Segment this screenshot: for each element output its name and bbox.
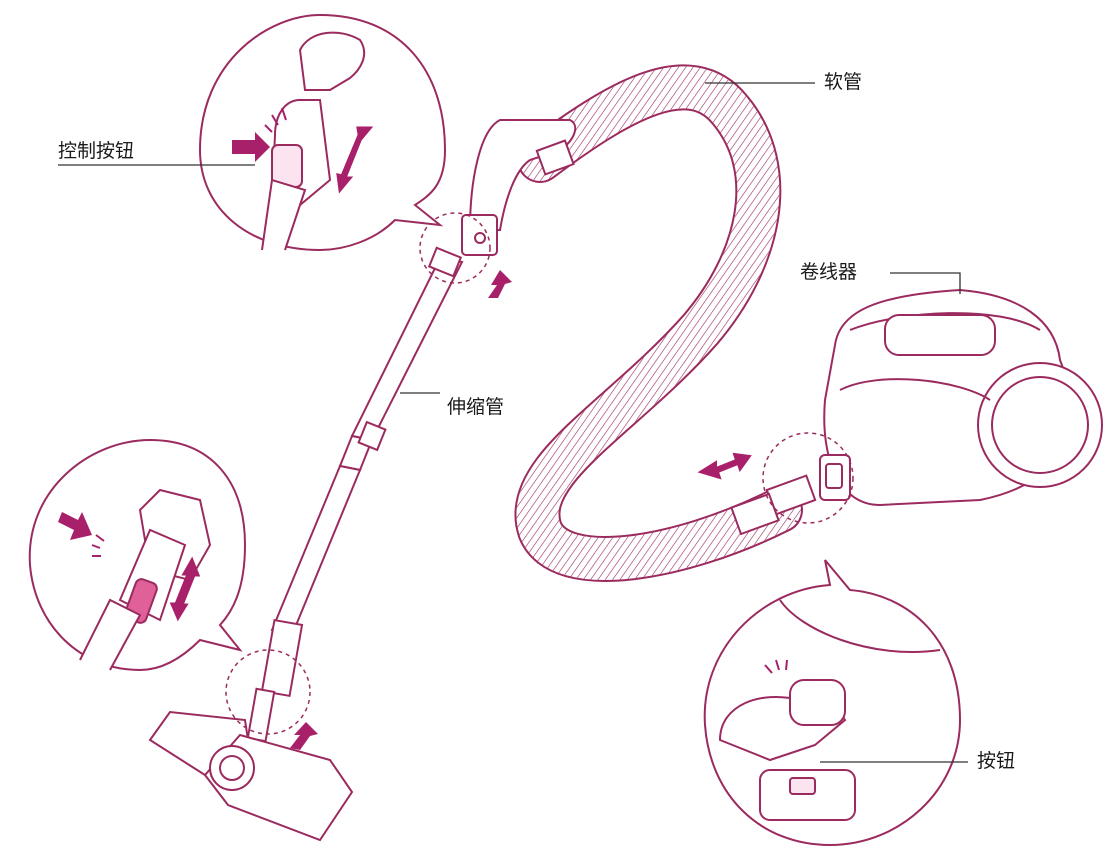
double-arrow-icon <box>169 556 201 622</box>
double-arrow-icon <box>697 452 752 480</box>
canister-body-drawing <box>730 288 1103 536</box>
handle-drawing <box>461 119 577 256</box>
arrow-icon <box>232 132 270 162</box>
hose-drawing <box>514 64 803 582</box>
double-arrow-icon <box>336 126 374 194</box>
telescopic-tube-label: 伸缩管 <box>447 396 505 418</box>
callout-hose-release <box>703 559 962 847</box>
telescopic-tube-drawing <box>260 246 464 698</box>
arrow-icon <box>58 512 92 540</box>
arrow-icon <box>488 270 512 298</box>
leader-lines <box>58 82 968 763</box>
floor-nozzle-drawing <box>148 687 354 842</box>
cord-reel-label: 卷线器 <box>800 261 858 283</box>
connection-highlights <box>225 212 854 735</box>
button-label: 按钮 <box>977 750 1016 772</box>
callout-tube-release <box>28 438 247 672</box>
push-arrows <box>290 270 512 750</box>
hose-label: 软管 <box>824 71 863 93</box>
control-button-label: 控制按钮 <box>58 140 135 162</box>
callout-control-button <box>198 13 447 252</box>
arrow-icon <box>290 722 318 750</box>
